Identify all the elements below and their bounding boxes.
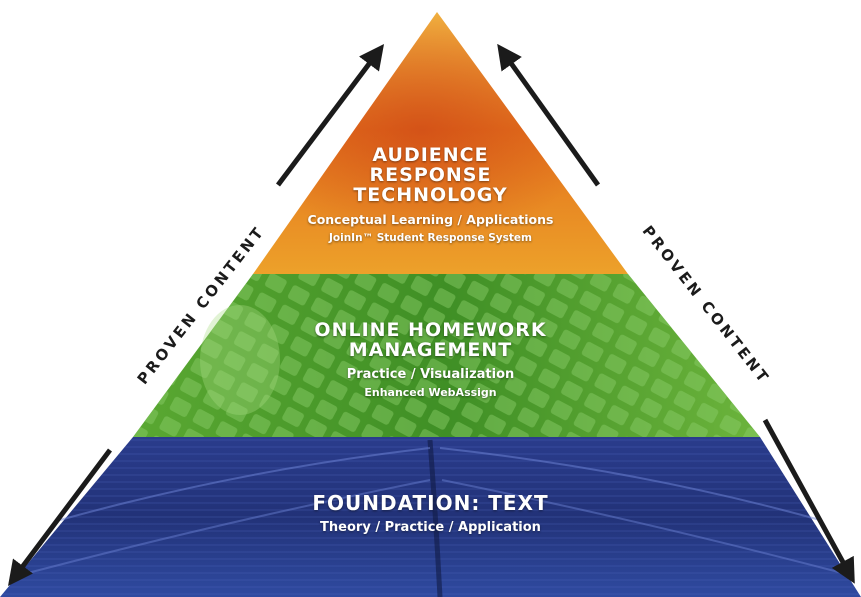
top-subtitle: Conceptual Learning / Applications bbox=[307, 211, 554, 227]
middle-subtitle: Practice / Visualization bbox=[346, 366, 515, 382]
top-title-line-2: RESPONSE bbox=[369, 163, 492, 186]
left-arrows bbox=[8, 44, 385, 586]
middle-title-line-1: ONLINE HOMEWORK bbox=[314, 319, 547, 341]
middle-title-line-2: MANAGEMENT bbox=[348, 338, 513, 361]
top-title-line-1: AUDIENCE bbox=[372, 144, 489, 166]
right-arrow-up bbox=[497, 43, 601, 187]
tier-foundation bbox=[0, 437, 861, 597]
top-detail: JoinIn™ Student Response System bbox=[328, 231, 532, 244]
left-arrow-down bbox=[8, 448, 112, 586]
bottom-tier-text: FOUNDATION: TEXT Theory / Practice / App… bbox=[0, 491, 861, 536]
tier-audience-response bbox=[253, 12, 628, 274]
tier-online-homework bbox=[133, 274, 760, 437]
middle-tier-text: ONLINE HOMEWORK MANAGEMENT Practice / Vi… bbox=[0, 319, 861, 399]
top-tier-text: AUDIENCE RESPONSE TECHNOLOGY Conceptual … bbox=[0, 144, 861, 244]
bottom-title: FOUNDATION: TEXT bbox=[312, 491, 549, 515]
top-title-line-3: TECHNOLOGY bbox=[353, 183, 508, 206]
middle-detail: Enhanced WebAssign bbox=[364, 385, 497, 399]
right-arrows bbox=[497, 43, 855, 584]
right-arrow-down bbox=[762, 418, 855, 584]
bottom-subtitle: Theory / Practice / Application bbox=[320, 520, 541, 535]
left-arrow-up bbox=[276, 44, 385, 187]
